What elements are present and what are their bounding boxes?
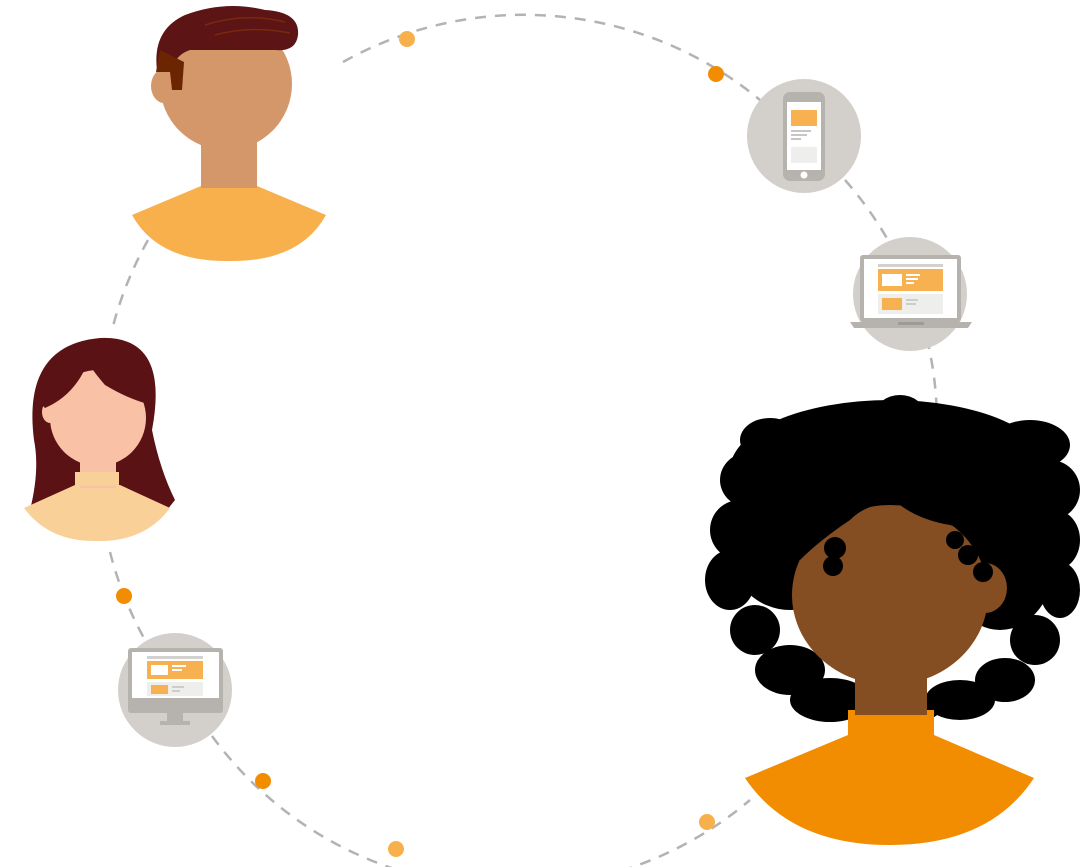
smartphone-icon <box>747 79 861 193</box>
dot-dark <box>708 66 724 82</box>
dot-light <box>699 814 715 830</box>
person-curly-hair-icon <box>705 395 1080 845</box>
dot-dark <box>255 773 271 789</box>
person-woman-icon <box>24 337 175 542</box>
desktop-monitor-icon <box>118 633 232 747</box>
dot-light <box>388 841 404 857</box>
dot-dark <box>116 588 132 604</box>
person-man-icon <box>132 6 326 262</box>
circle-dots <box>116 31 724 857</box>
dot-light <box>399 31 415 47</box>
laptop-icon <box>850 237 972 351</box>
